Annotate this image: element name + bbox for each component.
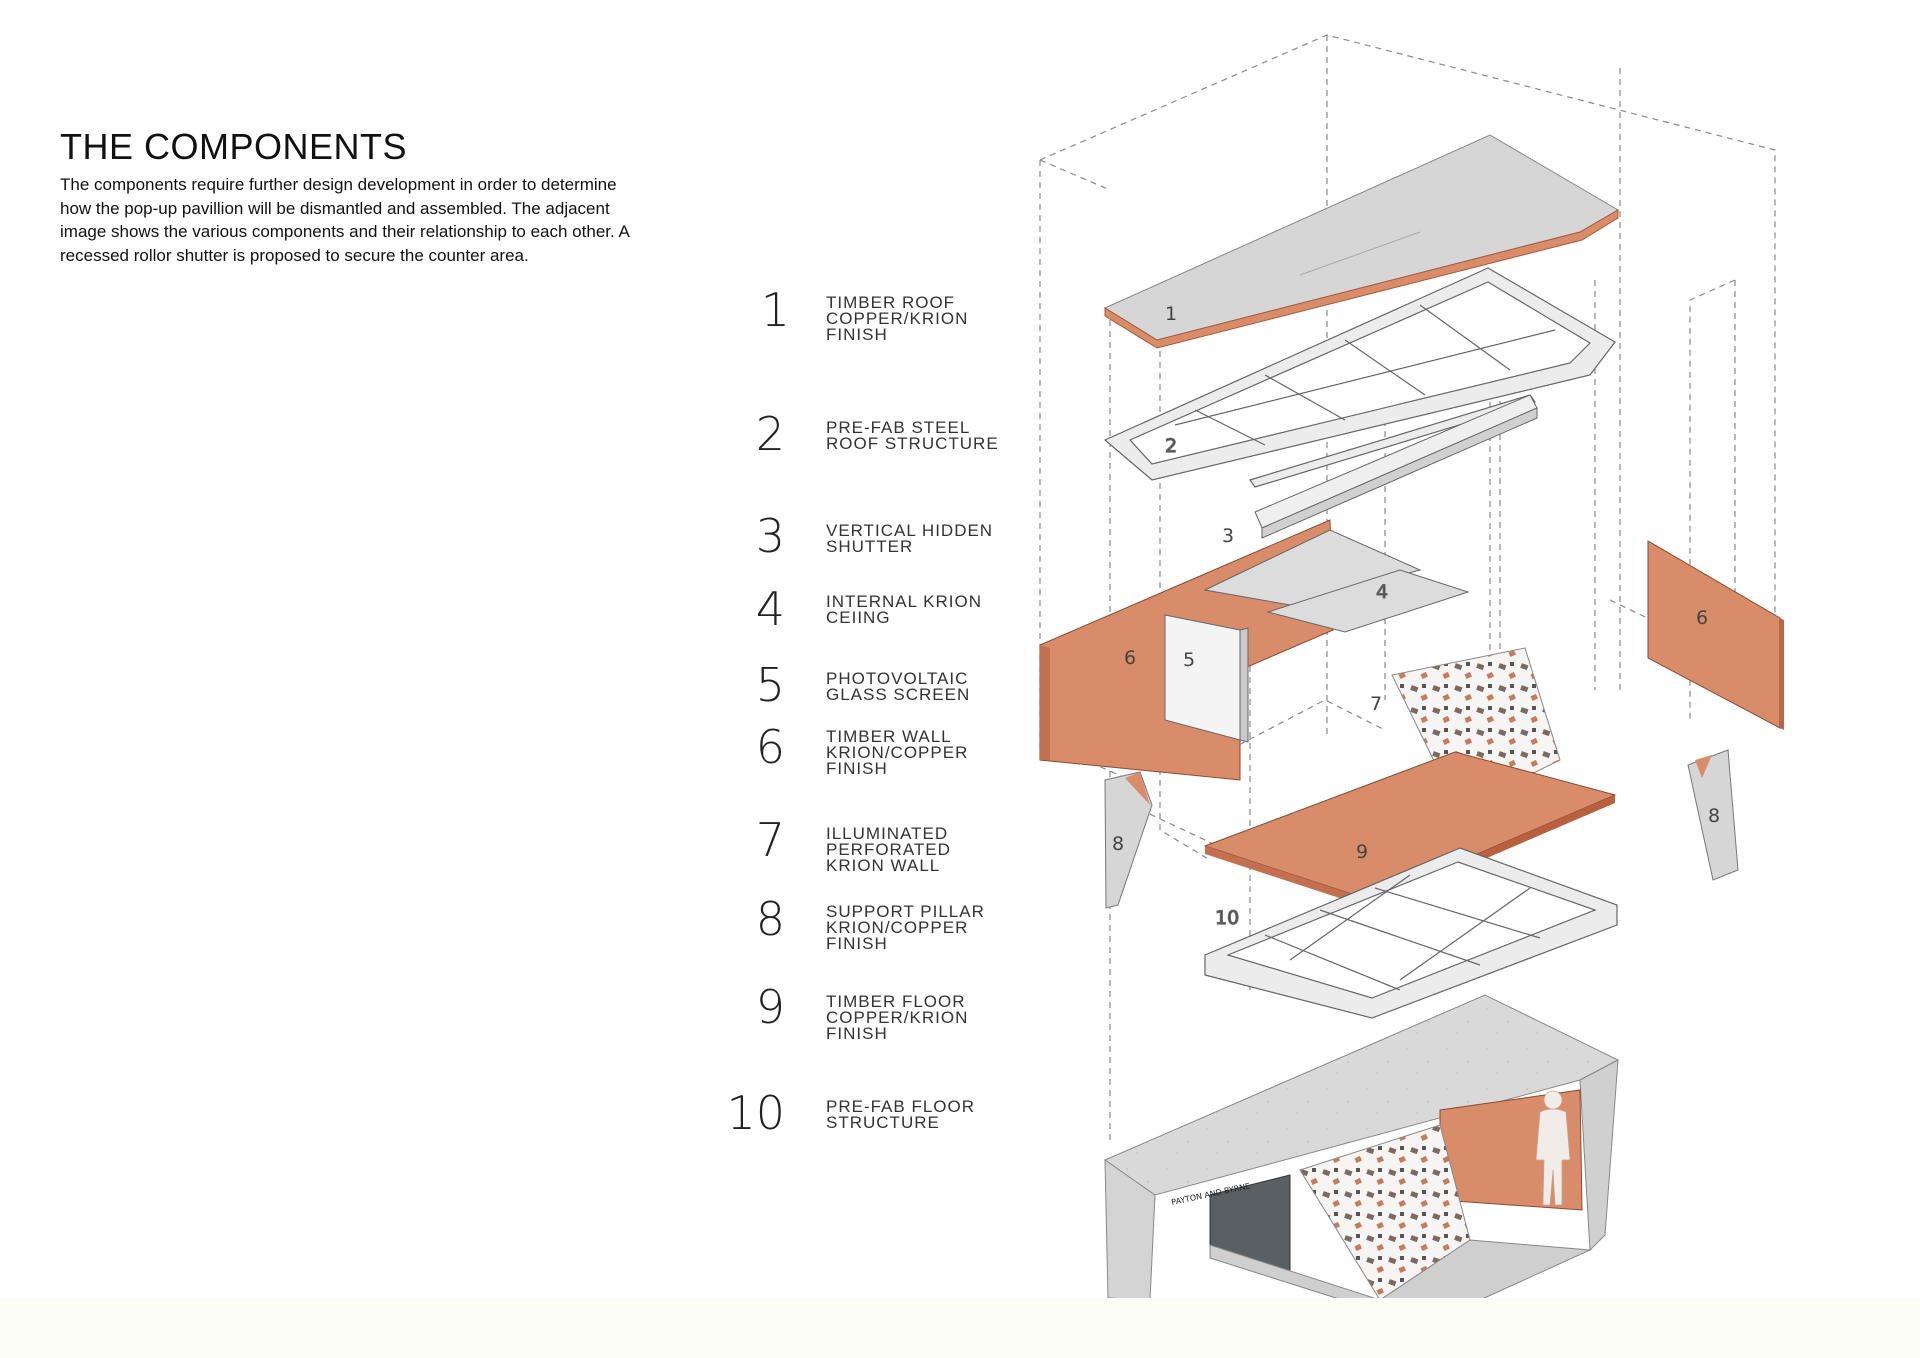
tag-ceiling: 4 [1376, 581, 1388, 603]
timber-wall-right: 6 [1647, 540, 1784, 730]
page-title: THE COMPONENTS [60, 126, 408, 167]
tag-perforated-wall: 7 [1370, 693, 1382, 715]
legend-label-1: TIMBER ROOF COPPER/KRION FINISH [826, 293, 969, 344]
legend-label-4: INTERNAL KRION CEIING [826, 592, 983, 627]
legend-number-5: 5 [755, 658, 785, 712]
photovoltaic-glass-screen: 5 [1164, 614, 1249, 743]
legend-label-9: TIMBER FLOOR COPPER/KRION FINISH [826, 992, 969, 1043]
legend-label-2: PRE-FAB STEEL ROOF STRUCTURE [826, 418, 999, 453]
legend-label-3: VERTICAL HIDDEN SHUTTER [826, 521, 994, 556]
vertical-hidden-shutter: 3 [1222, 394, 1538, 547]
legend-number-9: 9 [755, 980, 785, 1034]
human-figure-icon [1535, 1090, 1571, 1206]
legend-label-6: TIMBER WALL KRION/COPPER FINISH [826, 727, 969, 778]
legend-label-5: PHOTOVOLTAIC GLASS SCREEN [826, 669, 971, 704]
prefab-floor-structure: 10 [1204, 847, 1618, 1019]
tag-wall-left: 6 [1124, 647, 1136, 669]
legend-label-8: SUPPORT PILLAR KRION/COPPER FINISH [826, 902, 985, 953]
assembled-pavilion: PAYTON AND BYRNE [1103, 994, 1620, 1313]
tag-roof-structure: 2 [1165, 435, 1177, 457]
support-pillar-left: 8 [1104, 771, 1153, 909]
steel-roof-structure: 2 [1103, 267, 1616, 488]
support-pillar-right: 8 [1687, 749, 1739, 881]
tag-floor: 9 [1356, 841, 1368, 863]
legend-number-2: 2 [755, 407, 785, 461]
legend-number-7: 7 [755, 813, 785, 867]
tag-glass-screen: 5 [1183, 649, 1195, 671]
legend-label-7: ILLUMINATED PERFORATED KRION WALL [826, 824, 951, 875]
tag-shutter: 3 [1222, 525, 1234, 547]
legend-number-6: 6 [755, 720, 785, 774]
internal-krion-ceiling: 4 [1203, 529, 1470, 633]
tag-roof: 1 [1165, 303, 1177, 325]
tag-floor-structure: 10 [1215, 907, 1239, 929]
legend-number-3: 3 [755, 509, 785, 563]
legend-number-4: 4 [755, 582, 785, 636]
footer-band [0, 1298, 1920, 1358]
timber-roof: 1 [1103, 134, 1619, 349]
legend-number-1: 1 [760, 283, 790, 337]
description-text: The components require further design de… [60, 175, 629, 265]
tag-pillar-right: 8 [1708, 805, 1720, 827]
legend-number-10: 10 [726, 1086, 785, 1140]
tag-wall-right: 6 [1696, 607, 1708, 629]
legend-label-10: PRE-FAB FLOOR STRUCTURE [826, 1097, 976, 1132]
legend-number-8: 8 [755, 892, 785, 946]
tag-pillar-left: 8 [1112, 833, 1124, 855]
